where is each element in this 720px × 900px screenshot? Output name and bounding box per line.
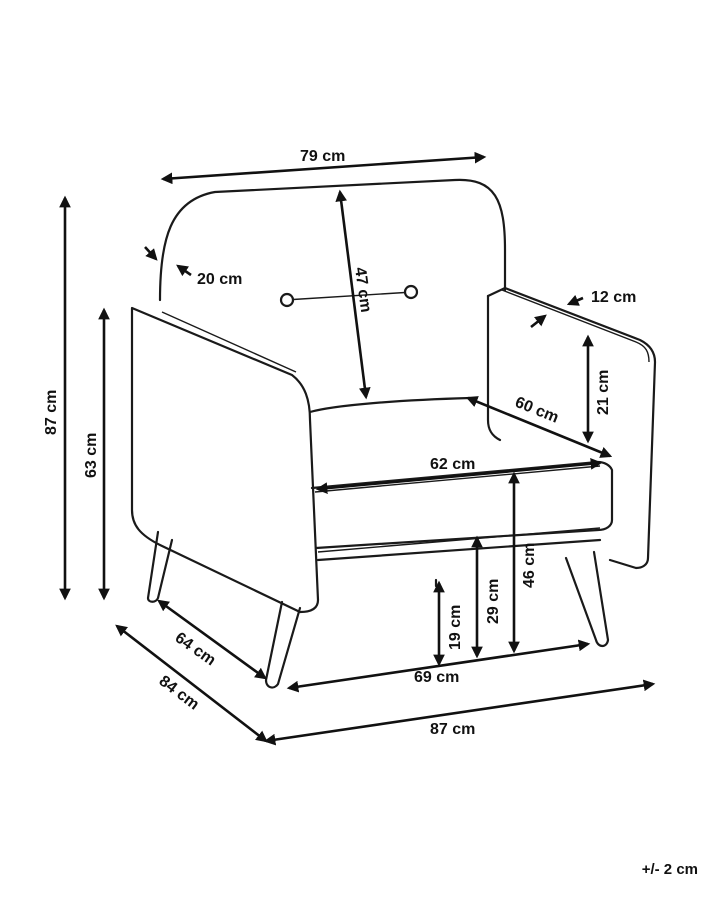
- leg-back-left: [146, 530, 174, 603]
- dimension-lines: [59, 151, 656, 746]
- label-inner-depth: 64 cm: [172, 629, 219, 669]
- backrest: [158, 178, 507, 302]
- label-armrest-height: 21 cm: [595, 370, 612, 415]
- label-seat-height: 46 cm: [521, 543, 538, 588]
- label-total-width: 79 cm: [300, 148, 345, 165]
- label-seat-depth: 60 cm: [513, 394, 561, 427]
- label-seat-width: 62 cm: [430, 456, 475, 473]
- right-armrest: [486, 286, 657, 570]
- leg-front-left: [264, 600, 302, 689]
- label-backrest-thickness: 20 cm: [197, 271, 242, 288]
- label-total-height: 87 cm: [43, 390, 60, 435]
- label-total-depth: 84 cm: [156, 673, 202, 714]
- button-right: [403, 284, 419, 300]
- label-arm-height: 63 cm: [83, 433, 100, 478]
- leg-front-right: [564, 550, 610, 648]
- label-overall-length: 87 cm: [430, 721, 475, 738]
- armchair-outline: [130, 178, 657, 689]
- label-leg-height: 19 cm: [447, 605, 464, 650]
- tolerance-note: +/- 2 cm: [641, 861, 698, 878]
- left-armrest: [130, 306, 320, 614]
- label-back-height: 47 cm: [351, 266, 374, 313]
- button-left: [279, 292, 295, 308]
- label-seat-frame-height: 29 cm: [485, 579, 502, 624]
- label-leg-span: 69 cm: [414, 669, 459, 686]
- label-armrest-width: 12 cm: [591, 289, 636, 306]
